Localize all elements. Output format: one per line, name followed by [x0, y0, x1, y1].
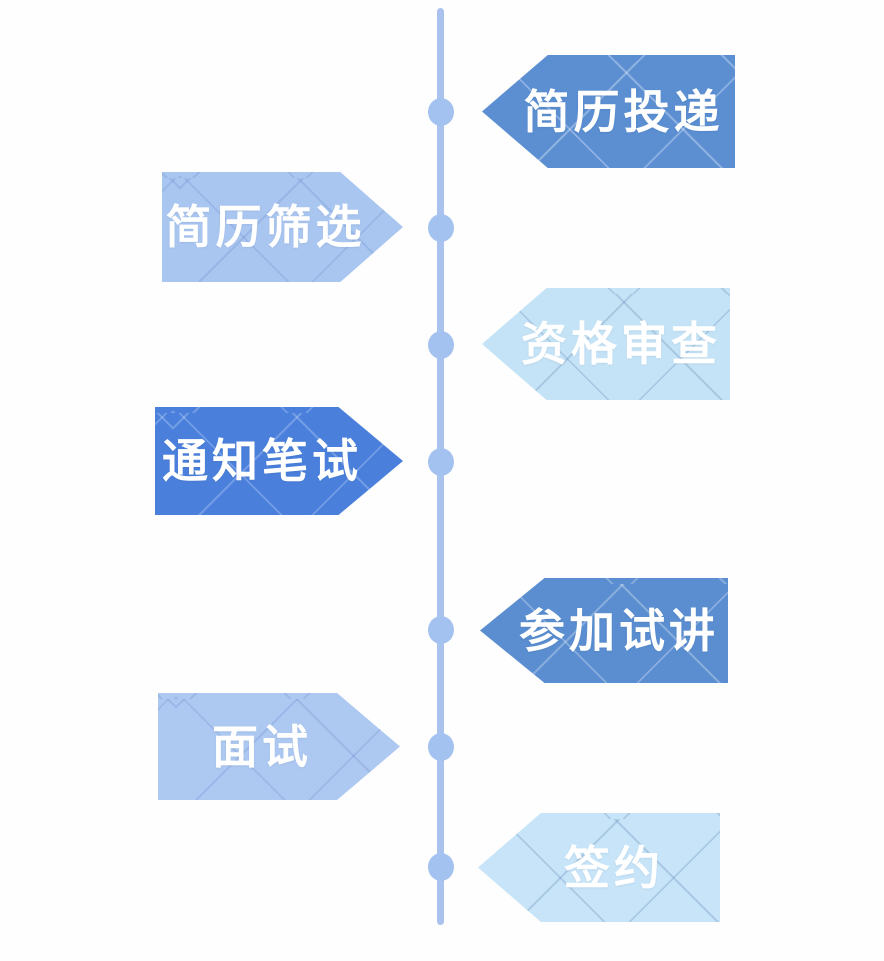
step-banner-qualification-review: 资格审查 — [482, 288, 730, 400]
timeline-node — [428, 214, 454, 242]
timeline-node — [428, 98, 454, 126]
timeline-node — [428, 853, 454, 881]
step-label: 面试 — [212, 720, 312, 773]
step-banner-trial-lecture: 参加试讲 — [480, 578, 728, 683]
step-banner-resume-submission: 简历投递 — [482, 55, 735, 168]
timeline-node — [428, 448, 454, 476]
timeline-node — [428, 733, 454, 761]
step-label: 参加试讲 — [519, 604, 719, 657]
step-label: 简历投递 — [523, 85, 724, 138]
step-label: 通知笔试 — [162, 435, 362, 487]
timeline-node — [428, 331, 454, 359]
step-banner-signing: 签约 — [478, 813, 720, 922]
step-label: 资格审查 — [521, 318, 721, 370]
step-label: 简历筛选 — [165, 201, 366, 253]
step-banner-interview: 面试 — [158, 693, 400, 800]
step-banner-written-test-notice: 通知笔试 — [155, 407, 403, 515]
step-label: 签约 — [564, 841, 664, 894]
step-banner-resume-screening: 简历筛选 — [162, 172, 403, 282]
timeline-node — [428, 616, 454, 644]
